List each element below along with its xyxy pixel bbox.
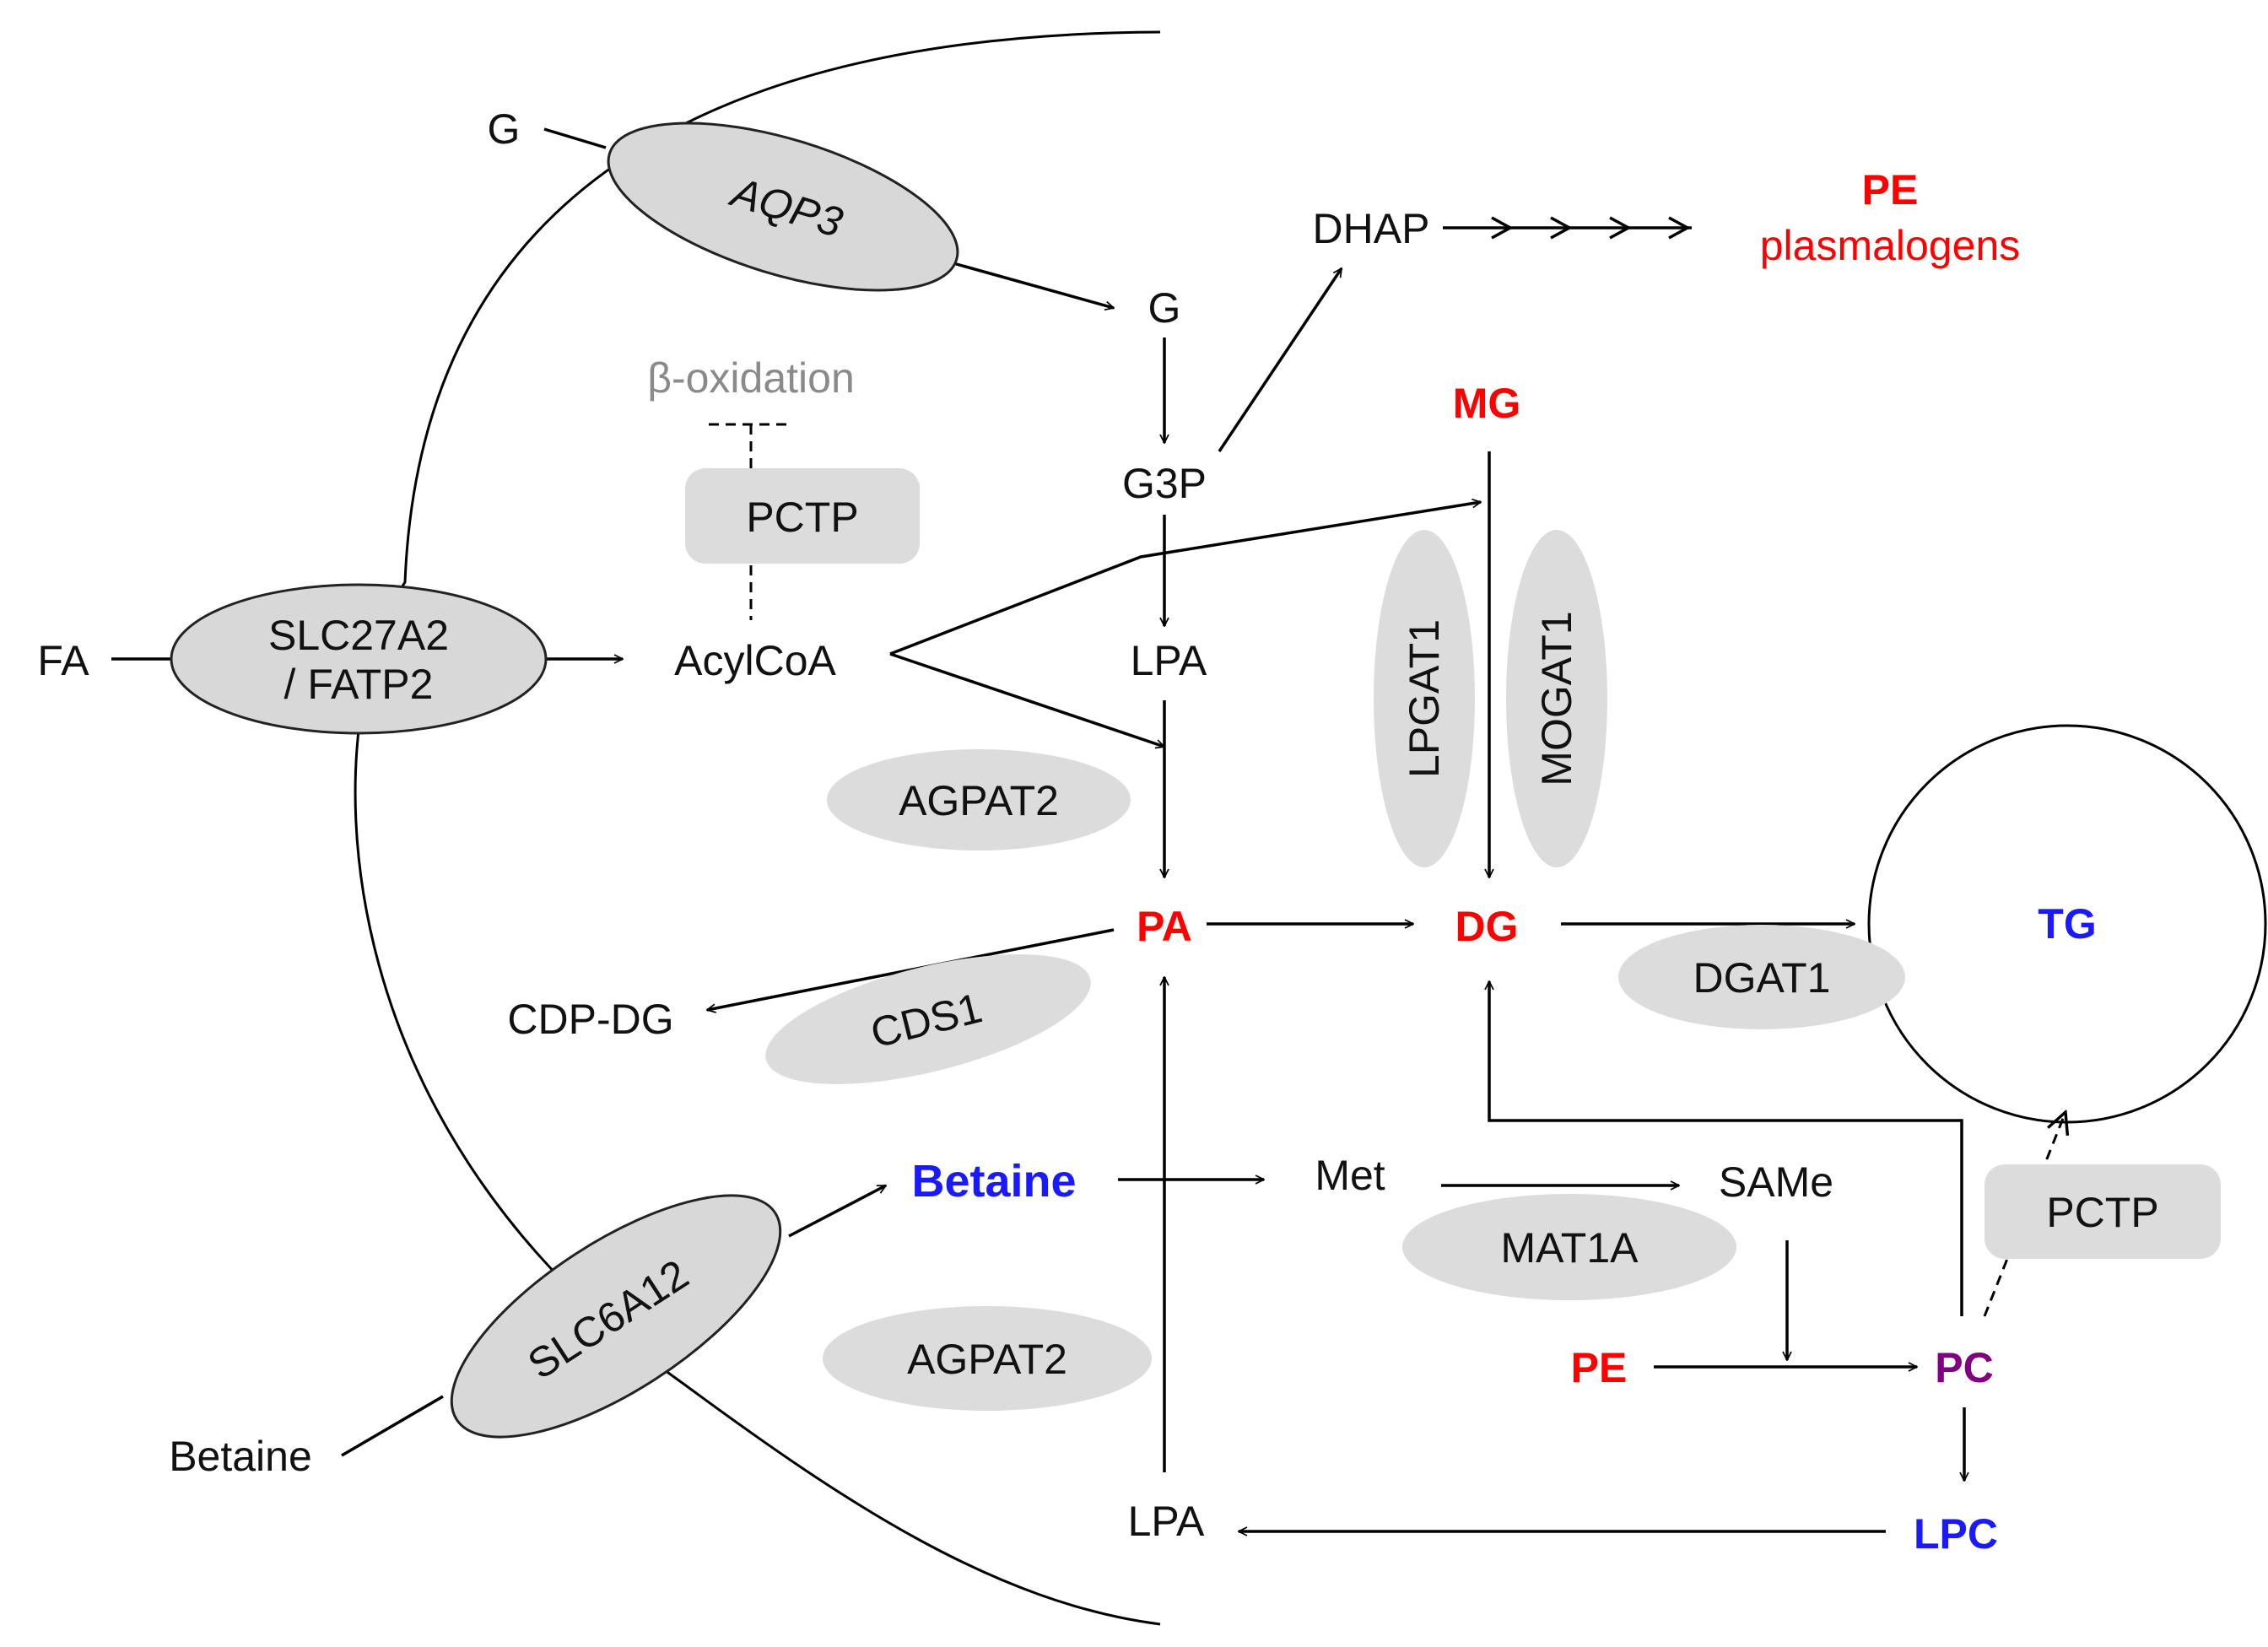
dhap-arrowhead-1 bbox=[1491, 216, 1514, 240]
dhap-arrowhead-3 bbox=[1609, 216, 1632, 240]
outside-betaine-label: Betaine bbox=[169, 1433, 312, 1480]
pc-label: PC bbox=[1935, 1344, 1993, 1391]
acylcoa-to-mg-arrow bbox=[889, 502, 1481, 656]
met-label: Met bbox=[1315, 1152, 1385, 1199]
slc6a12-to-betaine-arrow bbox=[788, 1184, 886, 1238]
g-transport-line-in bbox=[543, 127, 607, 149]
glycerol-label: G bbox=[1148, 284, 1181, 332]
mg-label: MG bbox=[1453, 380, 1521, 427]
outside-fa-label: FA bbox=[37, 637, 89, 684]
cds1-enzyme bbox=[765, 954, 1091, 1084]
acylcoa-label: AcylCoA bbox=[674, 637, 836, 684]
mat1a-enzyme bbox=[1402, 1194, 1736, 1300]
aqp3-to-g-arrow bbox=[953, 262, 1114, 308]
dgat1-enzyme bbox=[1618, 925, 1905, 1029]
dg-label: DG bbox=[1455, 903, 1519, 950]
dhap-arrowhead-4 bbox=[1668, 216, 1691, 240]
lpgat1-enzyme bbox=[1374, 530, 1475, 867]
slc6a12-transporter bbox=[450, 1194, 782, 1439]
mogat1-enzyme bbox=[1506, 530, 1607, 867]
acylcoa-to-pa-arrow bbox=[889, 652, 1164, 747]
lpc-label: LPC bbox=[1914, 1510, 1998, 1558]
lpa-top-label: LPA bbox=[1131, 637, 1207, 684]
pctp-right-enzyme bbox=[1984, 1164, 2221, 1259]
plasmalogens-label: plasmalogens bbox=[1760, 222, 2021, 269]
slc27a2-fatp2-transporter bbox=[170, 583, 548, 735]
mogat1-label: MOGAT1 bbox=[1533, 611, 1580, 786]
agpat2-bottom-label: AGPAT2 bbox=[907, 1336, 1067, 1383]
aqp3-transporter bbox=[607, 122, 959, 292]
dgat1-label: DGAT1 bbox=[1693, 954, 1831, 1002]
same-label: SAMe bbox=[1719, 1158, 1833, 1206]
agpat2-top-enzyme bbox=[827, 749, 1131, 850]
agpat2-top-label: AGPAT2 bbox=[899, 777, 1059, 824]
pe-plasmalogen-label: PE bbox=[1862, 166, 1919, 213]
betaine-transport-line-in bbox=[341, 1395, 444, 1457]
mat1a-label: MAT1A bbox=[1501, 1224, 1639, 1272]
dhap-arrowhead-2 bbox=[1550, 216, 1573, 240]
cdp-dg-label: CDP-DG bbox=[507, 996, 673, 1043]
pc-to-dg-arrow bbox=[1489, 981, 1963, 1316]
pctp-top-enzyme bbox=[685, 468, 920, 564]
tg-label: TG bbox=[2038, 900, 2096, 948]
pctp-top-label: PCTP bbox=[746, 494, 858, 541]
beta-oxidation-label: β-oxidation bbox=[647, 354, 855, 402]
dhap-label: DHAP bbox=[1313, 205, 1430, 252]
pe-label: PE bbox=[1571, 1344, 1628, 1391]
outside-glycerol-label: G bbox=[488, 105, 521, 153]
pctp-right-label: PCTP bbox=[2046, 1189, 2158, 1236]
cell-membrane bbox=[354, 30, 1161, 1626]
lpgat1-label: LPGAT1 bbox=[1401, 619, 1448, 778]
fatp2-label: / FATP2 bbox=[284, 661, 434, 708]
agpat2-bottom-enzyme bbox=[823, 1306, 1152, 1411]
lpa-bottom-label: LPA bbox=[1128, 1498, 1205, 1545]
betaine-label: Betaine bbox=[911, 1156, 1076, 1207]
pa-label: PA bbox=[1137, 903, 1192, 950]
g3p-to-dhap-arrow bbox=[1218, 268, 1343, 452]
slc27a2-label: SLC27A2 bbox=[268, 612, 449, 659]
g3p-label: G3P bbox=[1122, 460, 1207, 507]
